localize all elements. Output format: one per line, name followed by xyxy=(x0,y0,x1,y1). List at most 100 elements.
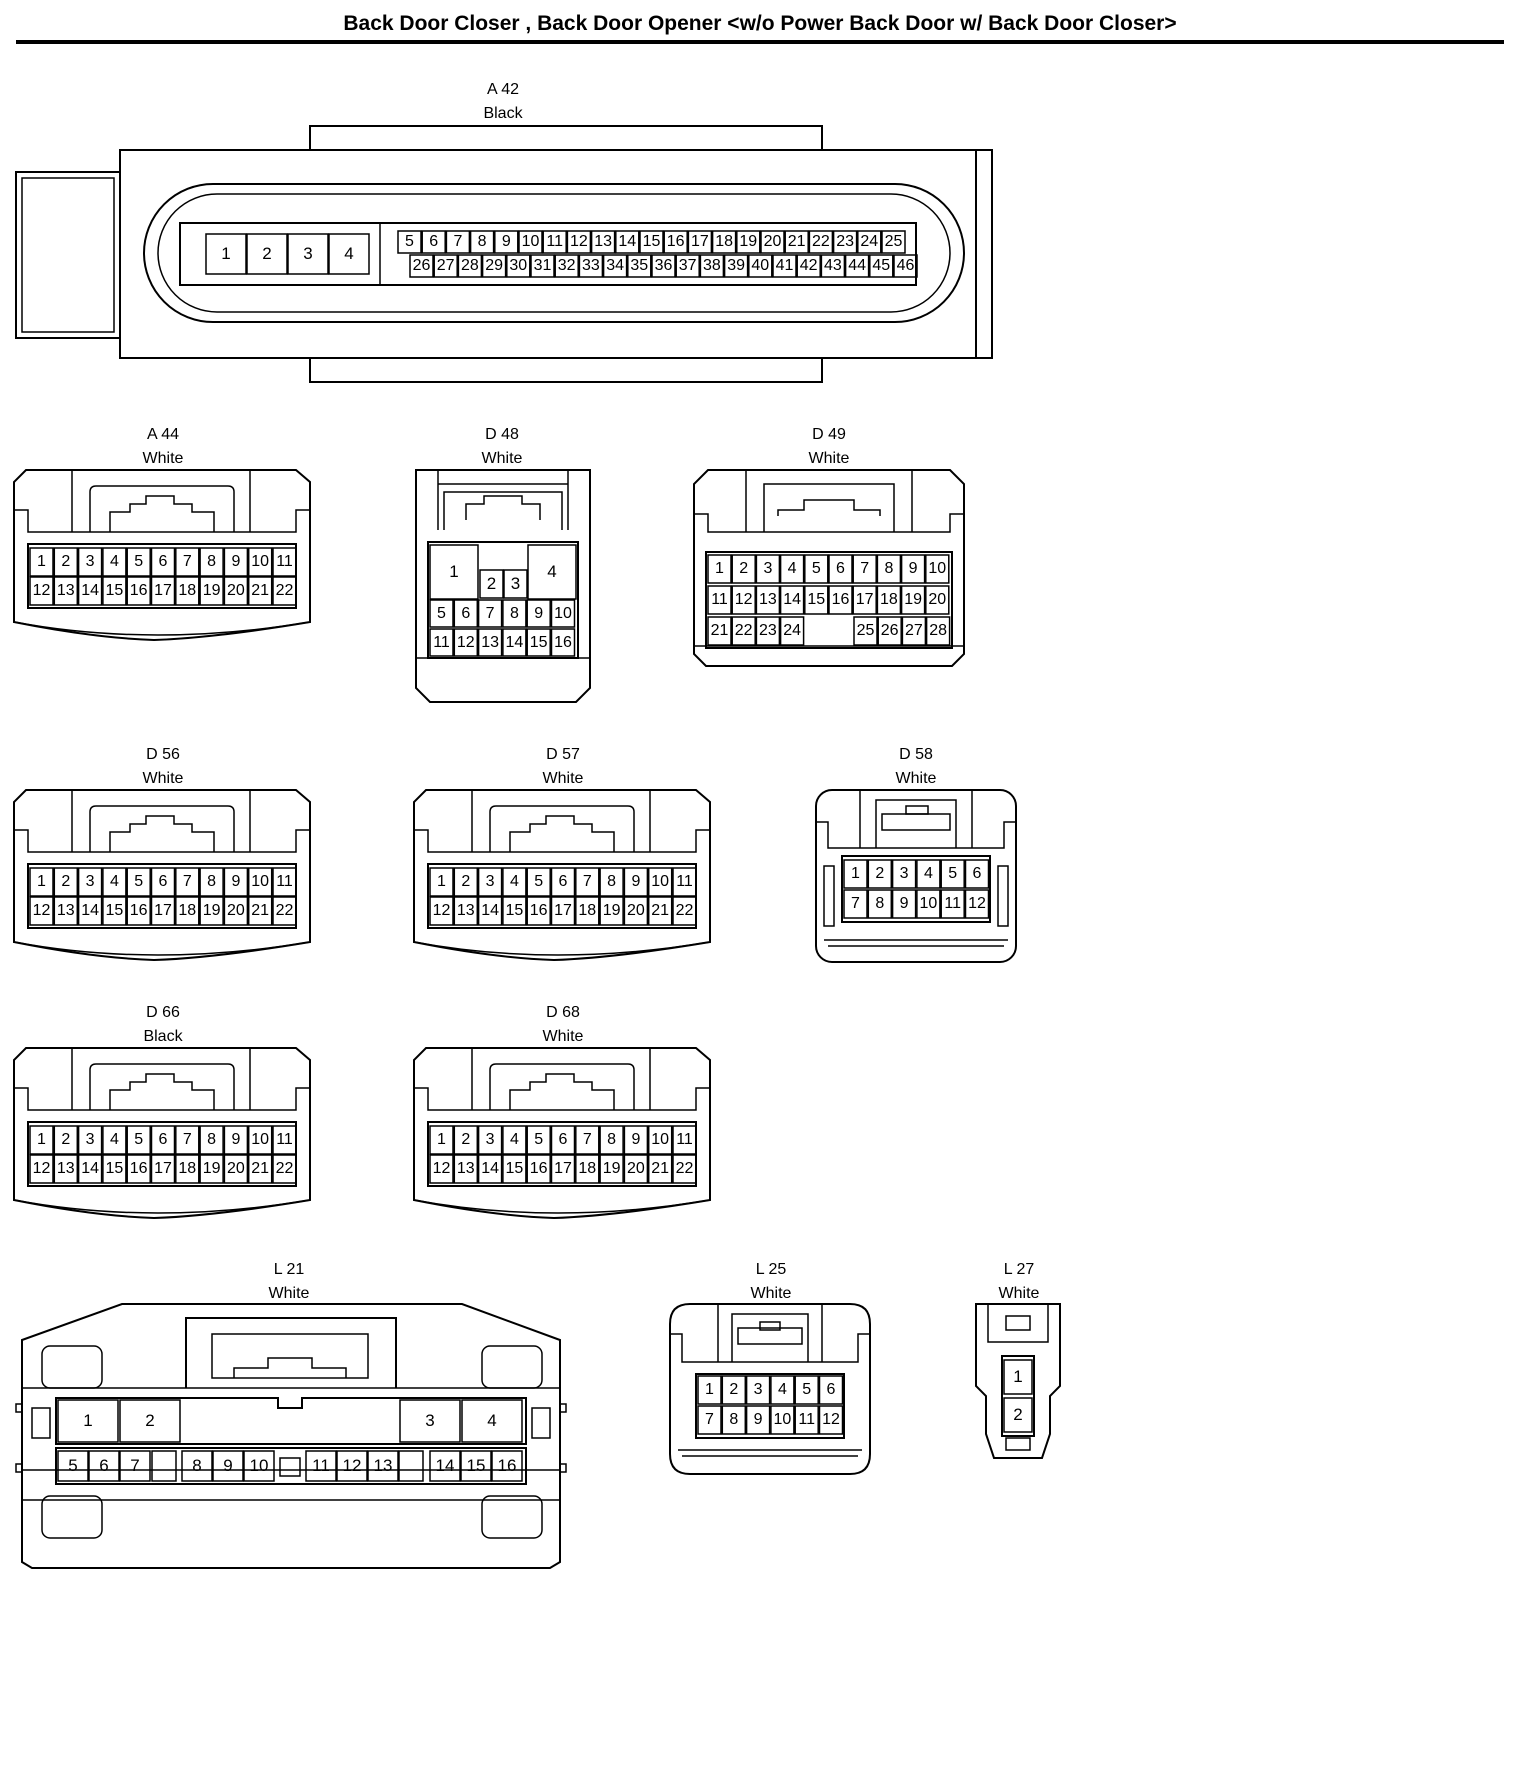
pin-cell xyxy=(367,1450,399,1482)
pin-cell xyxy=(1003,1397,1033,1433)
pin-label: 36 xyxy=(654,257,673,274)
pin-cell xyxy=(526,1125,551,1155)
pin-cell xyxy=(272,1154,297,1184)
pin-label: 8 xyxy=(607,873,617,890)
connector-color: White xyxy=(895,770,937,787)
pin-cell xyxy=(964,859,990,889)
pin-cell xyxy=(246,233,288,275)
connector-outline xyxy=(413,941,711,956)
pin-cell xyxy=(305,1450,337,1482)
pin-cell xyxy=(502,867,527,897)
pin-label: 12 xyxy=(32,582,51,599)
connector-outline xyxy=(71,1048,251,1110)
pin-cell xyxy=(599,1154,624,1184)
pin-cell xyxy=(853,616,878,646)
pin-cell xyxy=(469,230,495,254)
pin-label: 11 xyxy=(798,1411,815,1428)
connector-outline xyxy=(309,125,823,151)
latch xyxy=(731,1313,809,1362)
connector-outline xyxy=(41,1345,103,1389)
pin-label: 33 xyxy=(581,257,600,274)
connector-outline xyxy=(71,790,251,852)
pin-cell xyxy=(772,254,797,278)
pin-cell xyxy=(731,616,756,646)
pin-label: 2 xyxy=(61,873,71,890)
connector-code: D 57 xyxy=(546,746,580,763)
pin-cell xyxy=(126,896,151,926)
pin-label: 16 xyxy=(529,902,548,919)
pin-cell xyxy=(687,230,713,254)
pin-label: 11 xyxy=(312,1456,330,1475)
pin-cell xyxy=(223,576,249,606)
pin-label: 7 xyxy=(485,604,495,622)
pin-label: 7 xyxy=(705,1411,714,1428)
pin-label: 1 xyxy=(37,1131,46,1148)
pin-label: 22 xyxy=(275,1160,294,1177)
pin-cell xyxy=(663,230,688,254)
pin-cell xyxy=(461,1399,523,1443)
pin-label: 20 xyxy=(928,591,947,608)
pin-label: 14 xyxy=(81,582,99,599)
pin-cell xyxy=(891,889,917,919)
pin-cell xyxy=(150,576,176,606)
pin-label: 1 xyxy=(715,560,724,577)
pin-label: 2 xyxy=(1013,1405,1023,1424)
pin-label: 27 xyxy=(436,257,455,274)
pin-label: 20 xyxy=(226,1160,245,1177)
pin-cell xyxy=(672,1125,697,1155)
pin-label: 23 xyxy=(758,622,777,639)
pin-cell xyxy=(445,230,471,254)
latch xyxy=(109,495,215,532)
pin-cell xyxy=(893,254,918,278)
pin-cell xyxy=(925,585,950,615)
pin-label: 38 xyxy=(702,257,721,274)
pin-label: 16 xyxy=(129,582,148,599)
pin-label: 24 xyxy=(783,622,801,639)
pin-cell xyxy=(527,544,577,600)
pin-label: 20 xyxy=(626,1160,645,1177)
pin-cell xyxy=(199,1154,224,1184)
pin-cell xyxy=(53,867,79,897)
pin-label: 21 xyxy=(787,233,806,250)
pin-label: 1 xyxy=(437,1131,446,1148)
connector-outline xyxy=(694,513,964,533)
pin-label: 7 xyxy=(182,1131,192,1148)
pin-label: 20 xyxy=(226,582,245,599)
connector-outline xyxy=(22,1469,560,1501)
pin-label: 1 xyxy=(437,873,446,890)
pin-cell xyxy=(328,233,370,275)
pin-cell xyxy=(755,616,781,646)
pin-cell xyxy=(550,599,576,628)
pin-label: 45 xyxy=(872,257,891,274)
pin-label: 43 xyxy=(823,257,842,274)
pin-cell xyxy=(429,867,454,897)
connector-outline xyxy=(21,1303,561,1569)
pin-label: 29 xyxy=(485,257,503,274)
connector-outline xyxy=(413,1199,711,1214)
connector-outline xyxy=(531,1407,551,1439)
connector-outline xyxy=(437,470,569,530)
pin-label: 7 xyxy=(453,233,463,250)
pin-label: 13 xyxy=(456,1160,475,1177)
pin-cell xyxy=(770,1375,795,1405)
pin-block xyxy=(427,541,579,659)
pin-label: 13 xyxy=(456,902,475,919)
latch xyxy=(875,799,957,848)
connector-outline xyxy=(717,1304,823,1362)
pin-cell xyxy=(599,896,624,926)
pin-cell xyxy=(126,1125,151,1155)
pin-label: 4 xyxy=(109,1131,119,1148)
pin-label: 15 xyxy=(642,233,661,250)
pin-cell xyxy=(102,1125,127,1155)
pin-cell xyxy=(150,896,176,926)
pin-label: 18 xyxy=(178,582,197,599)
pin-label: 6 xyxy=(158,1131,168,1148)
pin-cell xyxy=(736,230,761,254)
pin-label: 16 xyxy=(529,1160,548,1177)
pin-cell xyxy=(502,599,527,628)
connector-outline xyxy=(41,1495,103,1539)
pin-cell xyxy=(453,1125,479,1155)
pin-label: 24 xyxy=(860,233,879,250)
pin-label: 14 xyxy=(435,1456,455,1475)
pin-cell xyxy=(77,1125,103,1155)
